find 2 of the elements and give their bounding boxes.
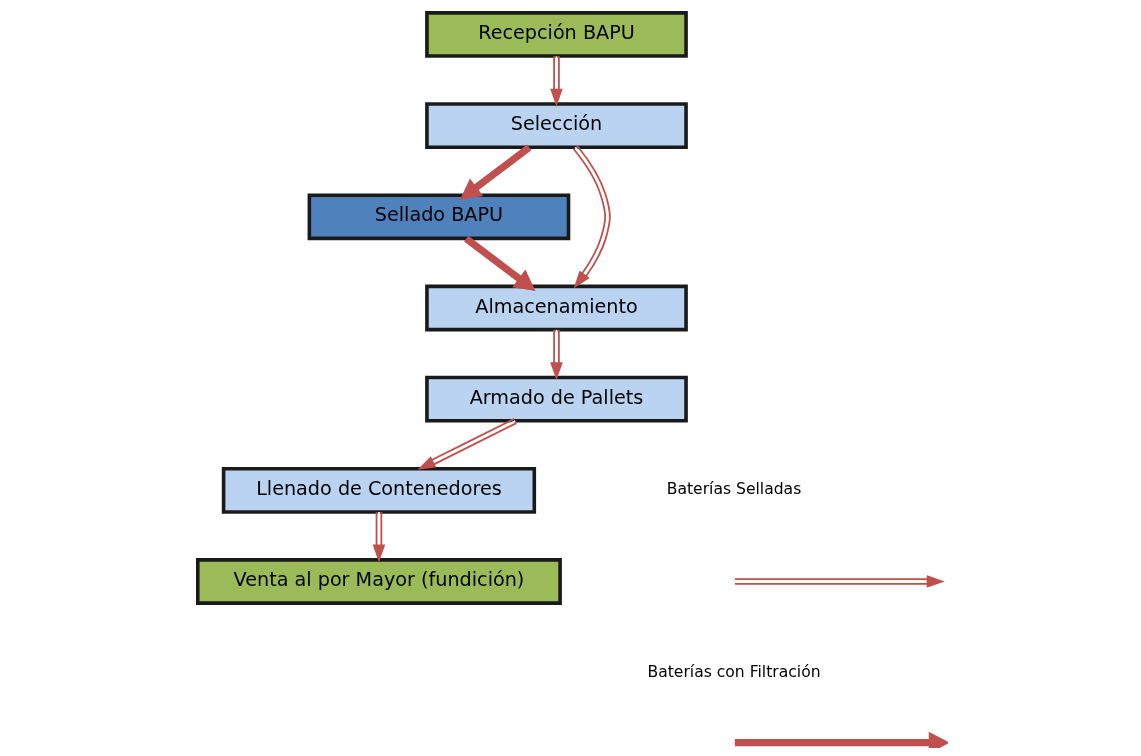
legend-label: Baterías Selladas	[666, 480, 802, 499]
legend-label: Baterías con Filtración	[647, 662, 821, 681]
